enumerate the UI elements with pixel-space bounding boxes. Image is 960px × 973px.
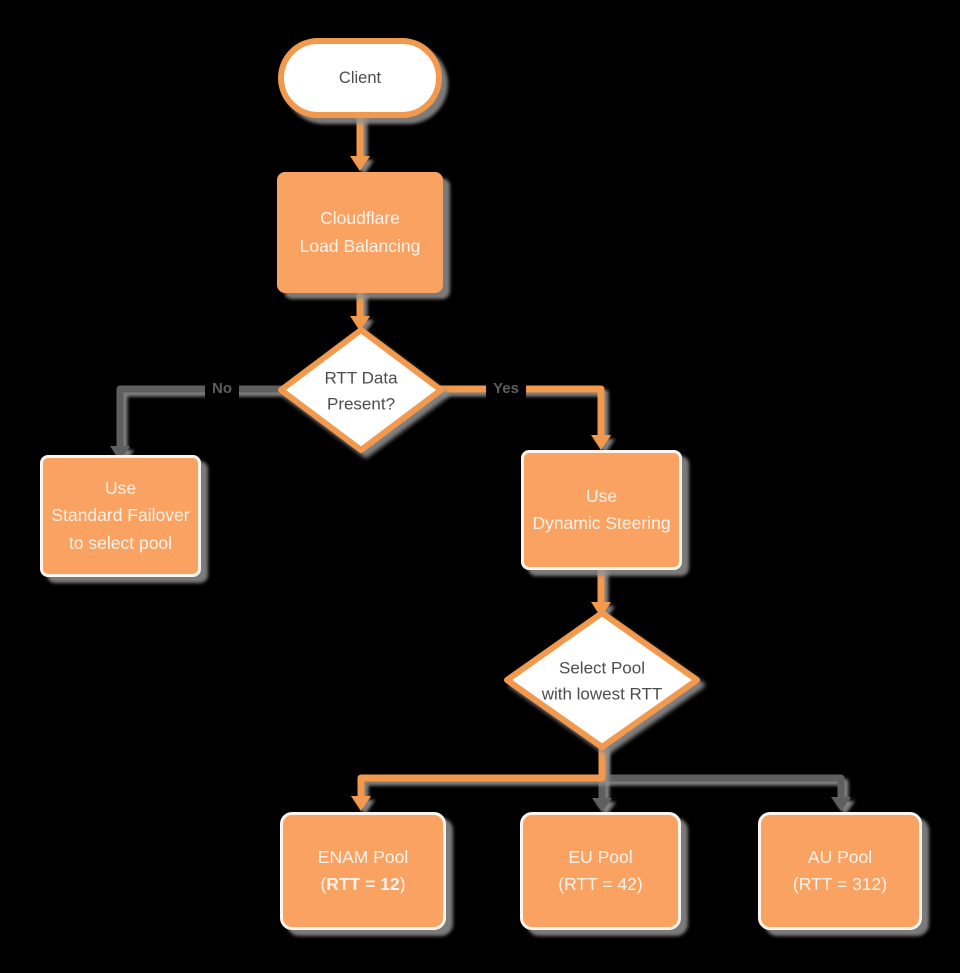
edge-decision-to-failover [116,385,285,448]
dynamic-steering-line1: Use [585,485,618,506]
node-load-balancer-line1: Cloudflare [320,208,400,229]
node-rtt-decision-shape [278,327,444,453]
node-standard-failover: Use Standard Failover to select pool [40,455,201,577]
select-pool-line1: Select Pool [558,658,645,678]
rtt-decision-line2: Present? [326,394,396,413]
edge-label-no: No [205,378,239,400]
arrowhead-failover-icon [110,446,130,461]
node-dynamic-steering: Use Dynamic Steering [521,450,682,570]
edge-label-yes: Yes [486,378,526,400]
enam-pool-line2: (RTT = 12) [320,871,405,898]
node-client-label: Client [338,68,382,87]
au-pool-line2: (RTT = 312) [792,874,888,894]
node-eu-pool: EU Pool (RTT = 42) [520,812,681,930]
node-rtt-decision-label: RTT Data Present? [324,366,397,417]
node-load-balancer-line2: Load Balancing [299,235,421,256]
standard-failover-line1: Use [104,478,137,499]
node-select-pool-shape [504,610,700,750]
gray-edges [110,385,851,812]
arrowhead-enam-icon [351,796,371,811]
decision-shapes [278,327,700,750]
enam-pool-line1: ENAM Pool [317,846,409,867]
arrowhead-loadbalancer-icon [350,156,370,171]
arrowhead-au-icon [831,797,851,811]
standard-failover-line3: to select pool [68,532,173,553]
node-enam-pool: ENAM Pool (RTT = 12) [280,812,446,930]
rtt-decision-line1: RTT Data [324,368,398,388]
arrowhead-decision-icon [350,316,370,331]
select-pool-line2: with lowest RTT [541,684,663,703]
enam-pool-rtt-value: RTT = 12 [326,874,400,894]
node-load-balancer: Cloudflare Load Balancing [277,172,443,293]
enam-pool-line2-close: ) [399,874,406,894]
enam-pool-line2-open: ( [320,874,327,894]
arrowhead-selectpool-icon [591,602,611,617]
edge-selectpool-to-au [602,774,845,799]
au-pool-line1: AU Pool [807,846,873,867]
eu-pool-line1: EU Pool [568,846,633,867]
eu-pool-line2: (RTT = 42) [558,874,643,894]
standard-failover-line2: Standard Failover [51,505,190,526]
dynamic-steering-line2: Dynamic Steering [532,513,671,533]
node-au-pool: AU Pool (RTT = 312) [758,812,922,930]
node-select-pool-label: Select Pool with lowest RTT [542,656,663,707]
arrowhead-eu-icon [592,798,612,812]
edge-selectpool-to-enam [357,744,606,798]
node-client: Client [278,38,442,118]
arrowhead-dynamic-icon [591,435,611,450]
